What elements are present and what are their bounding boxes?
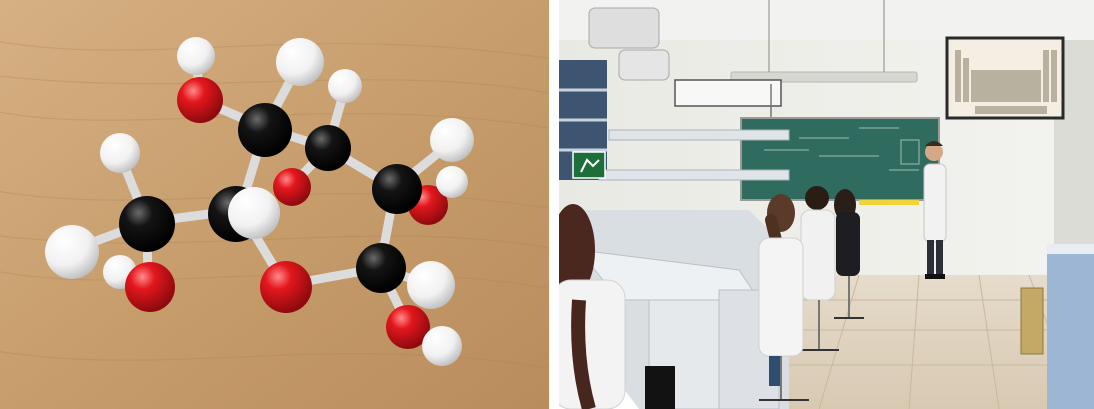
- hydrogen-atom: [328, 69, 362, 103]
- hydrogen-atom: [430, 118, 474, 162]
- chalk-tray: [859, 200, 919, 205]
- hydrogen-atom: [276, 38, 324, 86]
- oxygen-atom: [386, 305, 430, 349]
- molecular-model-photo: [0, 0, 549, 409]
- student-figure: [559, 204, 675, 409]
- waste-bin: [1020, 287, 1044, 355]
- oxygen-atom: [260, 261, 312, 313]
- projector-screen-box: [674, 79, 782, 107]
- molecular-model-svg: [0, 0, 549, 409]
- exit-sign: [572, 151, 606, 179]
- teacher-figure: [923, 141, 947, 279]
- lab-shelf: [598, 169, 790, 181]
- oxygen-atom: [273, 168, 311, 206]
- periodic-table-grid: [955, 50, 1057, 114]
- chalk-writing: [759, 127, 920, 171]
- chemistry-lab-photo: [559, 0, 1094, 409]
- oxygen-atom: [125, 262, 175, 312]
- hydrogen-atom: [407, 261, 455, 309]
- side-counter: [1047, 250, 1094, 409]
- chemistry-lab-svg: [559, 0, 1094, 409]
- carbon-atom: [356, 243, 406, 293]
- overhead-extractor: [588, 7, 660, 49]
- hydrogen-atom: [228, 187, 280, 239]
- hydrogen-atom: [436, 166, 468, 198]
- student-figure: [758, 194, 809, 401]
- oxygen-atom: [177, 77, 223, 123]
- carbon-atom: [119, 196, 175, 252]
- overhead-extractor: [618, 49, 670, 81]
- atoms: [45, 37, 474, 366]
- hydrogen-atom: [422, 326, 462, 366]
- hydrogen-atom: [177, 37, 215, 75]
- carbon-atom: [238, 103, 292, 157]
- student-figure: [834, 189, 864, 319]
- carbon-atom: [372, 164, 422, 214]
- lab-shelf: [608, 129, 790, 141]
- student-figure: [799, 186, 839, 351]
- carbon-atom: [305, 125, 351, 171]
- hydrogen-atom: [100, 133, 140, 173]
- hydrogen-atom: [45, 225, 99, 279]
- floor: [709, 275, 1094, 409]
